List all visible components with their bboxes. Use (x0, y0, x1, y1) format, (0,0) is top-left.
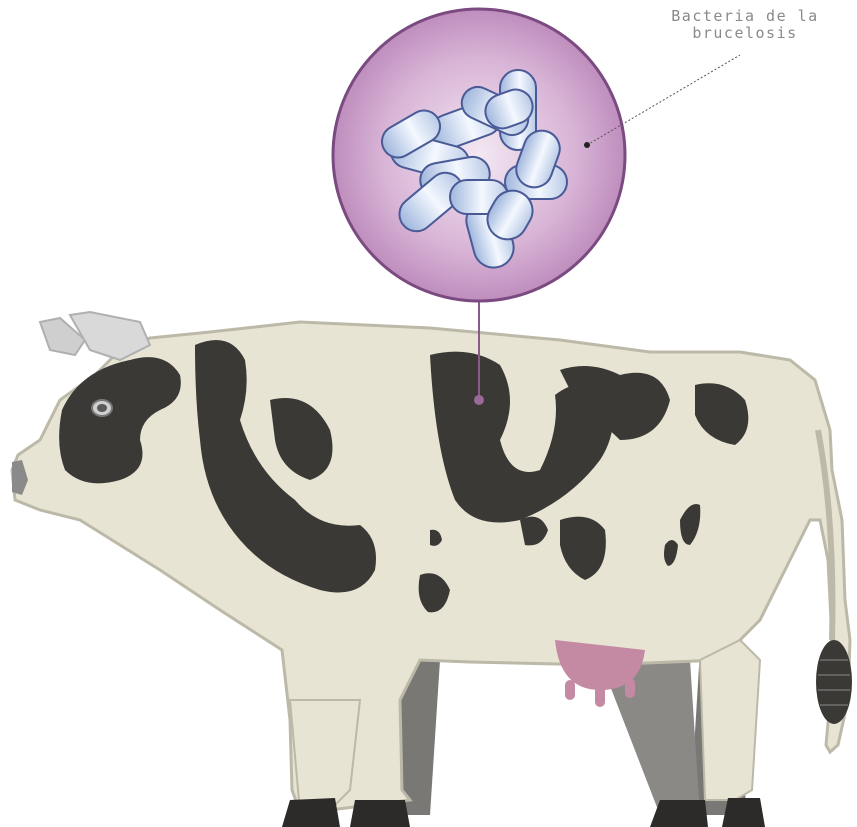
annotation-line-1: Bacteria de la (640, 8, 850, 25)
horns (40, 312, 150, 360)
rear-leg (700, 640, 760, 800)
udder (555, 640, 645, 707)
annotation-label: Bacteria de la brucelosis (640, 8, 850, 42)
back-legs (360, 650, 748, 815)
annotation-line-2: brucelosis (640, 25, 850, 42)
